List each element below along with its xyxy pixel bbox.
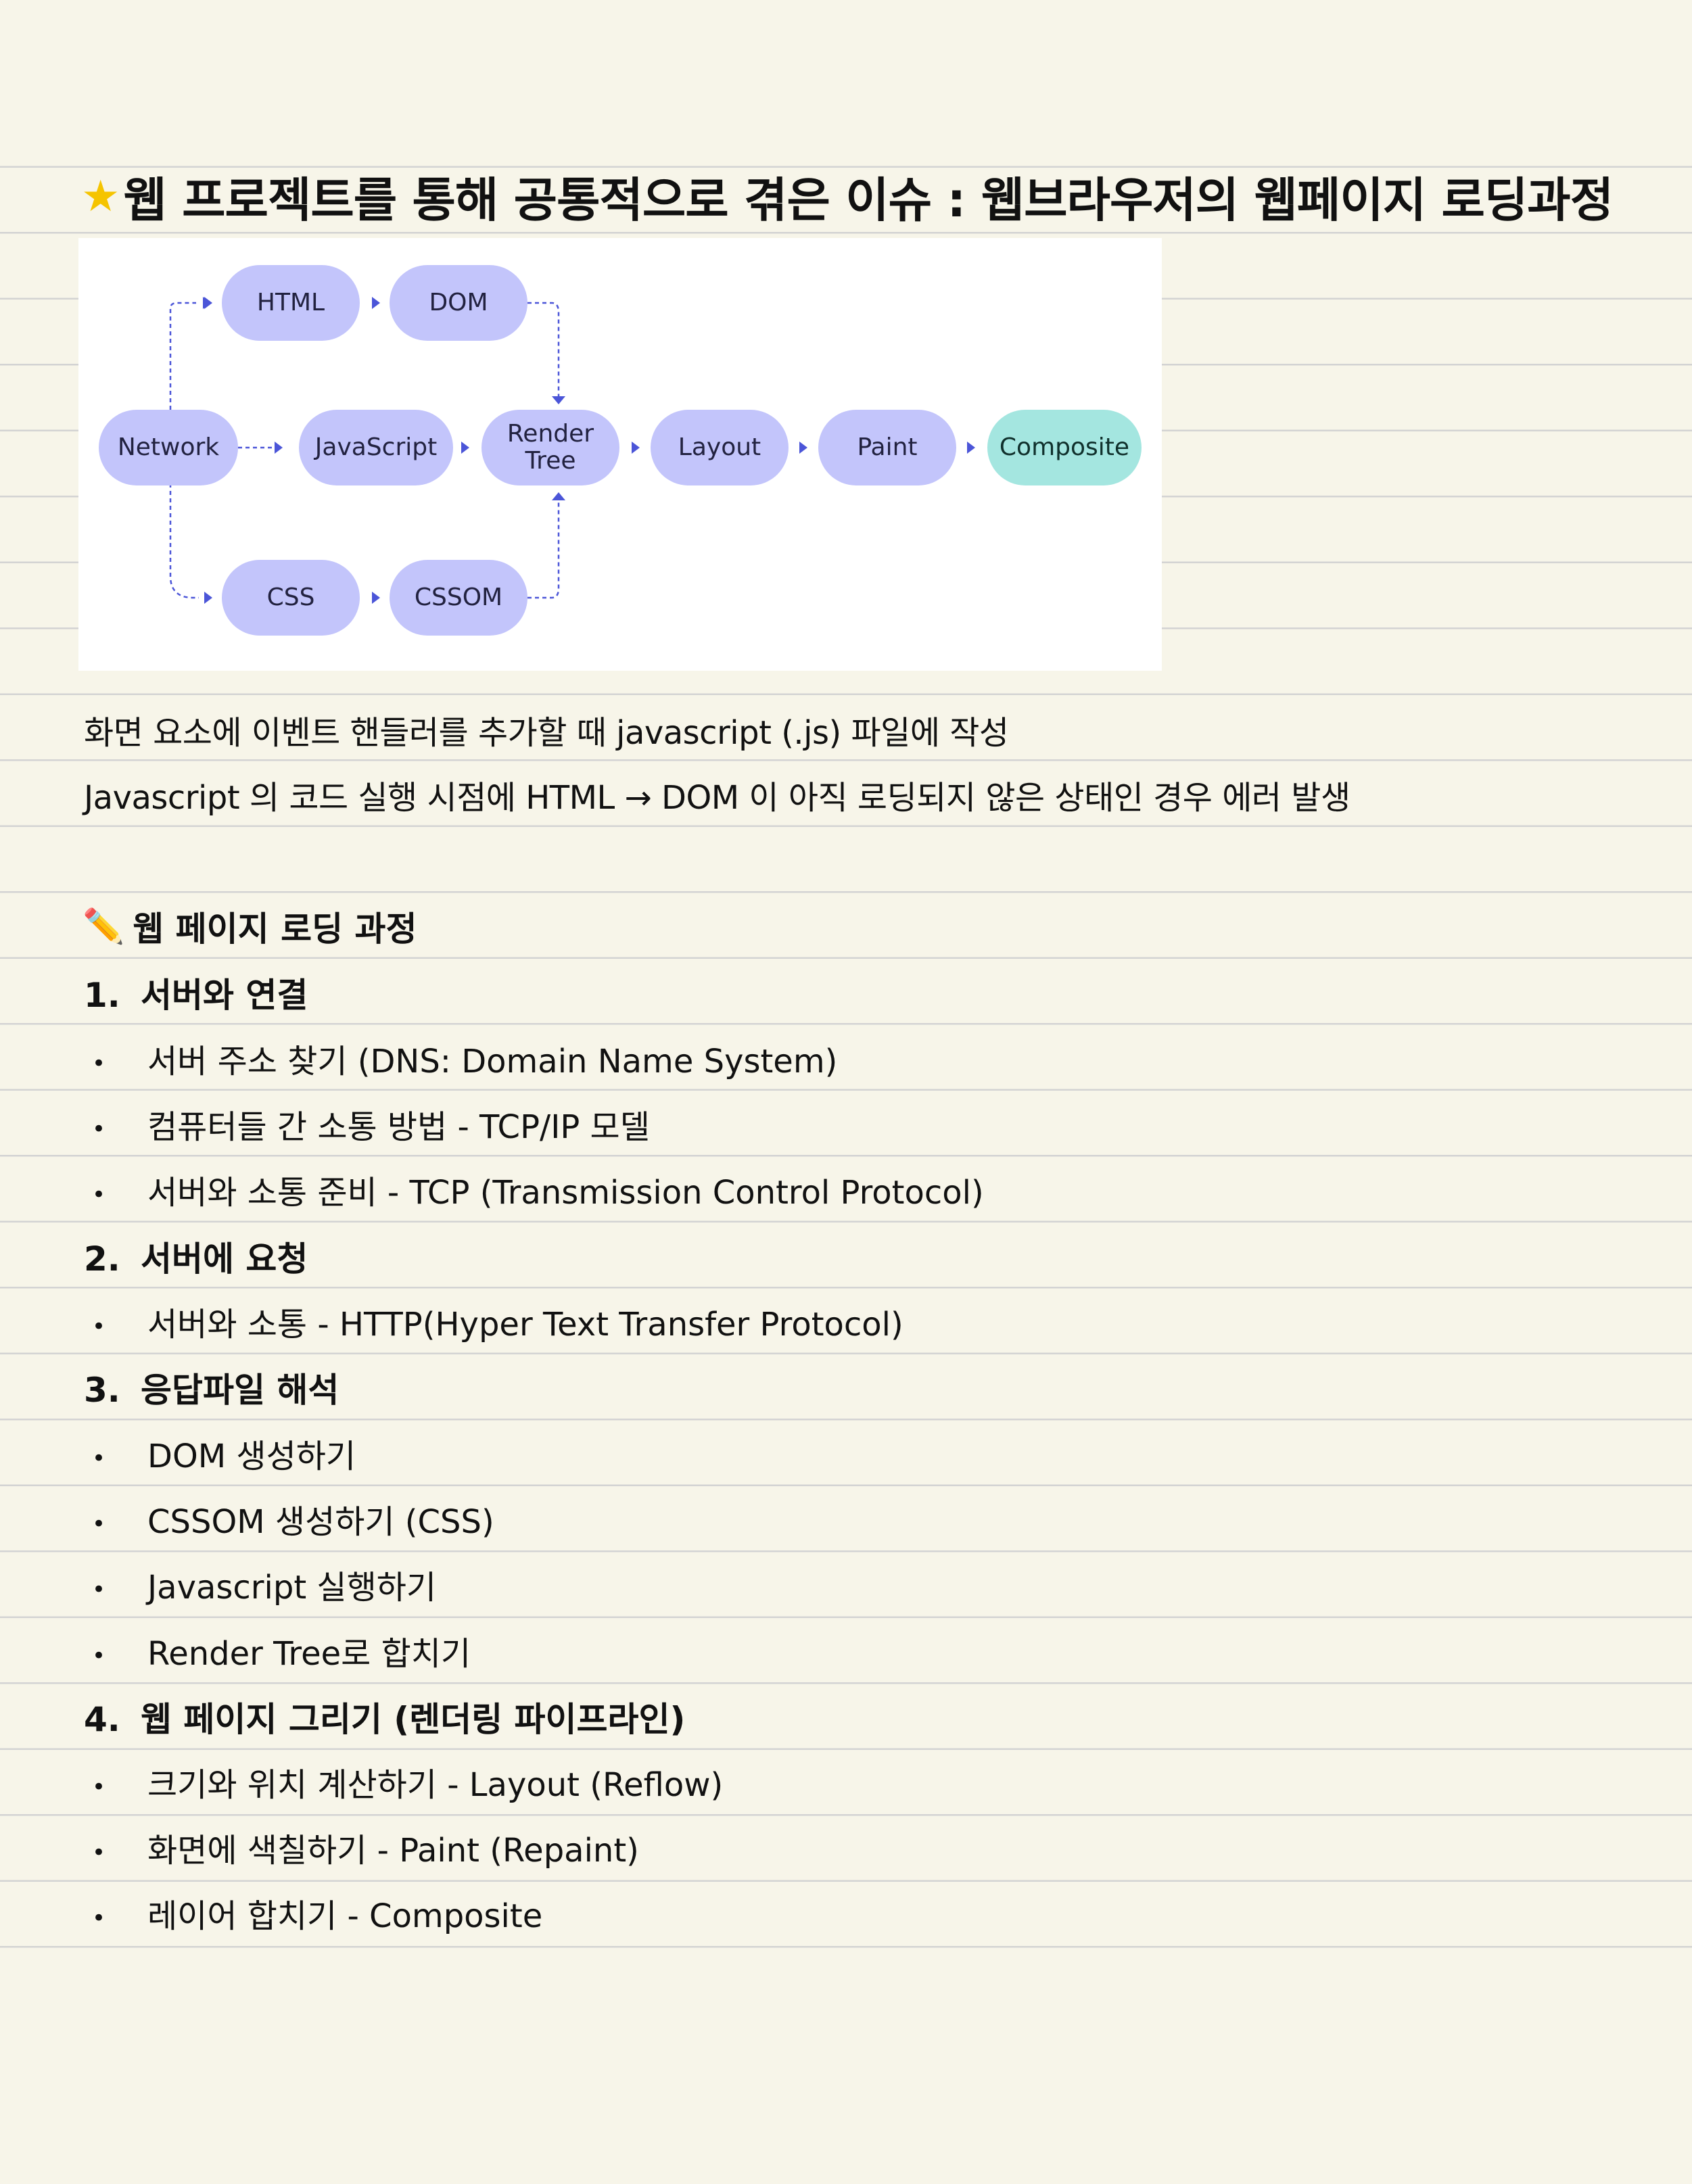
- step-3-heading: 3. 응답파일 해석: [84, 1363, 339, 1412]
- connector-network-css: [169, 446, 199, 599]
- node-render-tree: Render Tree: [481, 410, 619, 485]
- node-css: CSS: [222, 560, 360, 636]
- arrowhead-html-in: [204, 297, 212, 309]
- node-render-tree-label-1: Render: [507, 420, 594, 448]
- list-item-text: 레이어 합치기 - Composite: [147, 1897, 543, 1935]
- bullet-icon: •: [92, 1905, 106, 1932]
- step-1-title: 서버와 연결: [141, 976, 308, 1015]
- section-title-text: 웹 페이지 로딩 과정: [133, 909, 417, 949]
- node-css-label: CSS: [266, 584, 315, 611]
- list-item-text: 컴퓨터들 간 소통 방법 - TCP/IP 모델: [147, 1108, 650, 1146]
- arrowhead-css-in: [204, 592, 212, 604]
- bullet-icon: •: [92, 1839, 106, 1866]
- step-3-title: 응답파일 해석: [141, 1371, 339, 1410]
- section-title: ✏️ 웹 페이지 로딩 과정: [83, 902, 417, 951]
- arrow-layout-paint: [799, 442, 807, 454]
- node-paint-label: Paint: [857, 433, 918, 461]
- bullet-icon: •: [92, 1313, 106, 1340]
- node-layout: Layout: [651, 410, 789, 485]
- node-html: HTML: [222, 265, 360, 341]
- bullet-icon: •: [92, 1642, 106, 1669]
- step-1-heading: 1. 서버와 연결: [84, 968, 308, 1017]
- node-layout-label: Layout: [678, 433, 761, 461]
- node-dom: DOM: [390, 265, 527, 341]
- list-item-text: 서버 주소 찾기 (DNS: Domain Name System): [147, 1043, 838, 1081]
- list-item: • 레이어 합치기 - Composite: [92, 1889, 542, 1937]
- arrow-render-layout: [632, 442, 640, 454]
- list-item-text: 서버와 소통 준비 - TCP (Transmission Control Pr…: [147, 1174, 984, 1212]
- step-3-number: 3.: [84, 1371, 120, 1410]
- node-javascript: JavaScript: [299, 410, 453, 485]
- bullet-icon: •: [92, 1181, 106, 1208]
- node-paint: Paint: [818, 410, 956, 485]
- star-icon: ★: [81, 171, 120, 222]
- list-item-text: CSSOM 생성하기 (CSS): [147, 1503, 494, 1541]
- list-item: • Javascript 실행하기: [92, 1561, 436, 1608]
- intro-line-1: 화면 요소에 이벤트 핸들러를 추가할 때 javascript (.js) 파…: [84, 714, 1009, 752]
- list-item: • Render Tree로 합치기: [92, 1627, 471, 1674]
- node-network-label: Network: [117, 433, 220, 461]
- connector-cssom-render: [527, 499, 560, 599]
- arrowhead-render-bottom: [552, 492, 565, 500]
- diagram-connectors: [169, 297, 975, 604]
- node-render-tree-label-2: Tree: [525, 447, 576, 475]
- list-item: • 서버와 소통 - HTTP(Hyper Text Transfer Proto…: [92, 1298, 903, 1345]
- list-item-text: 화면에 색칠하기 - Paint (Repaint): [147, 1832, 639, 1870]
- arrow-css-cssom: [372, 592, 380, 604]
- bullet-icon: •: [92, 1116, 106, 1143]
- bullet-icon: •: [92, 1511, 106, 1538]
- step-4-number: 4.: [84, 1700, 120, 1739]
- node-cssom-label: CSSOM: [414, 584, 503, 611]
- step-1-number: 1.: [84, 976, 120, 1015]
- list-item-text: DOM 생성하기: [147, 1438, 356, 1475]
- list-item: • 화면에 색칠하기 - Paint (Repaint): [92, 1824, 639, 1871]
- page-title-text: 웹 프로젝트를 통해 공통적으로 겪은 이슈 : 웹브라우저의 웹페이지 로딩과…: [123, 172, 1614, 228]
- node-html-label: HTML: [256, 289, 325, 316]
- page-title: ★ 웹 프로젝트를 통해 공통적으로 겪은 이슈 : 웹브라우저의 웹페이지 로…: [81, 162, 1614, 231]
- step-2-title: 서버에 요청: [141, 1239, 308, 1279]
- pencil-icon: ✏️: [83, 906, 125, 946]
- step-4-title: 웹 페이지 그리기 (렌더링 파이프라인): [141, 1700, 686, 1739]
- node-javascript-label: JavaScript: [314, 433, 438, 461]
- bullet-icon: •: [92, 1576, 106, 1603]
- list-item: • 서버 주소 찾기 (DNS: Domain Name System): [92, 1035, 837, 1082]
- arrowhead-js-in: [275, 442, 283, 454]
- step-4-heading: 4. 웹 페이지 그리기 (렌더링 파이프라인): [84, 1692, 685, 1741]
- node-dom-label: DOM: [429, 289, 488, 316]
- intro-line-2: Javascript 의 코드 실행 시점에 HTML → DOM 이 아직 로…: [84, 779, 1350, 817]
- list-item-text: 서버와 소통 - HTTP(Hyper Text Transfer Protoc…: [147, 1306, 903, 1344]
- node-cssom: CSSOM: [390, 560, 527, 636]
- node-composite: Composite: [987, 410, 1142, 485]
- list-item: • CSSOM 생성하기 (CSS): [92, 1495, 494, 1542]
- bullet-icon: •: [92, 1050, 106, 1077]
- list-item-text: 크기와 위치 계산하기 - Layout (Reflow): [147, 1766, 724, 1804]
- list-item: • DOM 생성하기: [92, 1429, 356, 1477]
- arrow-js-render: [461, 442, 469, 454]
- node-network: Network: [99, 410, 238, 485]
- connector-network-html: [169, 302, 196, 410]
- arrow-paint-composite: [967, 442, 975, 454]
- arrowhead-render-top: [552, 396, 565, 404]
- node-composite-label: Composite: [999, 433, 1130, 461]
- step-2-number: 2.: [84, 1239, 120, 1279]
- bullet-icon: •: [92, 1445, 106, 1472]
- list-item: • 크기와 위치 계산하기 - Layout (Reflow): [92, 1758, 723, 1805]
- list-item-text: Javascript 실행하기: [147, 1569, 437, 1607]
- list-item: • 컴퓨터들 간 소통 방법 - TCP/IP 모델: [92, 1100, 650, 1147]
- rendering-pipeline-diagram: HTML DOM Network JavaScript Render Tree …: [78, 238, 1162, 671]
- bullet-icon: •: [92, 1774, 106, 1801]
- list-item-text: Render Tree로 합치기: [147, 1635, 471, 1673]
- connector-dom-render: [527, 302, 560, 398]
- step-2-heading: 2. 서버에 요청: [84, 1232, 308, 1281]
- list-item: • 서버와 소통 준비 - TCP (Transmission Control P…: [92, 1166, 984, 1213]
- arrow-html-dom: [372, 297, 380, 309]
